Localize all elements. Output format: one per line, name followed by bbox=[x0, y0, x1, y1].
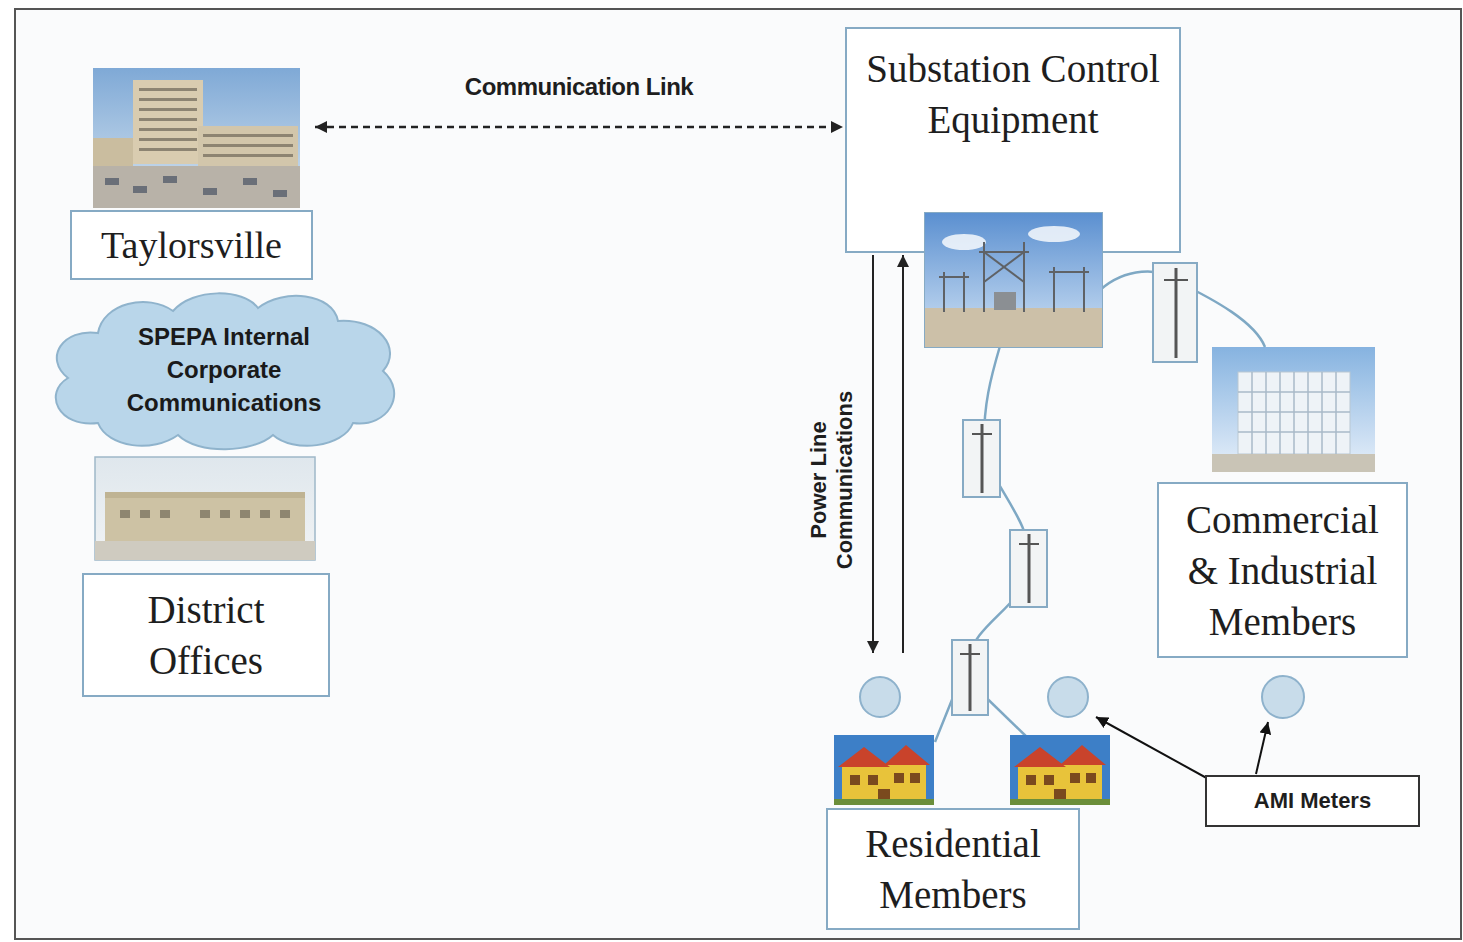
signal-arrow bbox=[902, 255, 904, 653]
district-photo bbox=[95, 457, 315, 560]
communication-link bbox=[315, 126, 843, 129]
leader-arrow bbox=[1096, 717, 1212, 781]
node-label: Commercial & Industrial Members bbox=[1169, 494, 1396, 647]
ami-meter bbox=[1262, 676, 1304, 718]
callout-box: AMI Meters bbox=[1205, 775, 1420, 827]
member-box: Commercial & Industrial Members bbox=[1157, 482, 1408, 658]
node-label: Residential Members bbox=[826, 808, 1080, 930]
edge-label: Power Line Communications bbox=[806, 385, 858, 575]
node-label: District Offices bbox=[94, 584, 318, 686]
node-label: SPEPA Internal Corporate Communications bbox=[104, 320, 344, 419]
member-box: Residential Members bbox=[826, 655, 1110, 932]
substation-photo bbox=[924, 212, 1103, 348]
edge-label: Communication Link bbox=[465, 73, 693, 101]
residential-illustration bbox=[826, 655, 1110, 808]
site-box: Taylorsville bbox=[70, 68, 313, 280]
frame bbox=[15, 9, 1461, 939]
equipment-box: Substation Control Equipment bbox=[845, 27, 1181, 253]
utility-pole bbox=[1153, 263, 1197, 362]
leader-arrow bbox=[1256, 722, 1268, 774]
node-label: AMI Meters bbox=[1254, 787, 1371, 815]
utility-pole bbox=[952, 640, 988, 715]
utility-pole bbox=[963, 420, 1000, 497]
node-label: Taylorsville bbox=[70, 210, 313, 280]
site-box: District Offices bbox=[82, 573, 330, 697]
signal-arrow bbox=[872, 255, 874, 653]
node-label: Substation Control Equipment bbox=[857, 43, 1169, 145]
taylorsville-photo bbox=[93, 68, 300, 208]
cloud-shape: SPEPA Internal Corporate Communications bbox=[38, 283, 410, 455]
utility-pole bbox=[1010, 530, 1047, 607]
commercial-photo bbox=[1212, 347, 1375, 472]
